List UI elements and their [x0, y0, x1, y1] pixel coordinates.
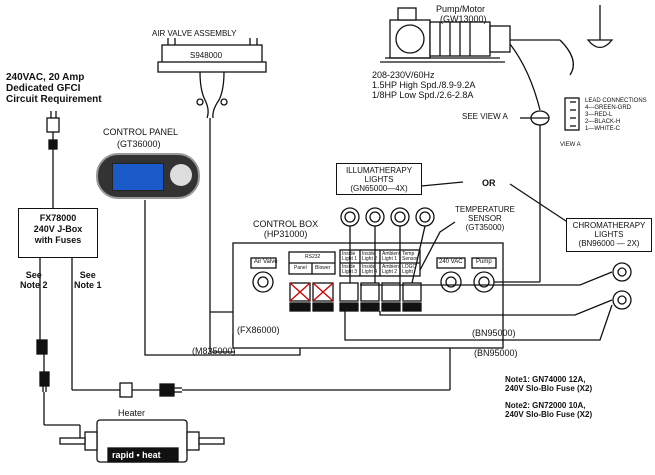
- lead-connections: LEAD CONNECTIONS 4—GREEN-GRD 3—RED-L 2—B…: [585, 98, 647, 133]
- cable-fx86000: (FX86000): [237, 325, 280, 335]
- lead-item: 3—RED-L: [585, 112, 613, 118]
- pump-motor-drawing: [380, 7, 574, 111]
- note-2-line-2: 240V Slo-Blo Fuse (X2): [505, 410, 593, 419]
- pump-spec-3: 1/8HP Low Spd./2.6-2.8A: [372, 90, 474, 100]
- port-pump: Pump: [476, 259, 492, 265]
- temp-sensor-model: (GT35000): [465, 223, 505, 232]
- port-inside-light-1: Inside Light 1: [342, 251, 358, 262]
- temp-sensor-line-1: TEMPERATURE: [455, 205, 515, 214]
- lead-item: 2—BLACK-H: [585, 119, 621, 125]
- lead-item: 4—GREEN-GRD: [585, 105, 632, 111]
- pump-spec-1: 208-230V/60Hz: [372, 70, 435, 80]
- heater-brand: rapid • heat: [112, 450, 161, 460]
- port-blower: Blower: [315, 265, 331, 271]
- note-2-line-1: Note2: GN72000 10A,: [505, 401, 586, 410]
- supply-line-3: Circuit Requirement: [6, 94, 102, 105]
- heater-title: Heater: [118, 408, 146, 418]
- lead-connections-title: LEAD CONNECTIONS: [585, 98, 647, 104]
- port-inside-light-2: Inside Light 2: [362, 251, 378, 262]
- pump-specs: 208-230V/60Hz 1.5HP High Spd./8.9-9.2A 1…: [372, 70, 475, 100]
- pump-title: Pump/Motor: [436, 4, 486, 14]
- illumatherapy-model: (GN65000—4X): [350, 184, 408, 193]
- illumatherapy-line-1: ILLUMATHERAPY: [345, 166, 413, 175]
- control-panel-screen: [112, 163, 164, 191]
- illumatherapy-box: ILLUMATHERAPY LIGHTS (GN65000—4X): [336, 163, 422, 195]
- control-panel-device: [96, 153, 200, 199]
- chromatherapy-line-2: LIGHTS: [594, 230, 624, 239]
- illumatherapy-line-2: LIGHTS: [364, 175, 394, 184]
- jbox-model: FX78000: [39, 213, 77, 223]
- jbox: FX78000 240V J-Box with Fuses: [18, 208, 98, 258]
- jbox-line-2: 240V J-Box: [33, 224, 83, 234]
- lead-item: 1—WHITE-C: [585, 126, 620, 132]
- control-panel-model: (GT36000): [117, 139, 161, 149]
- supply-plug-icon: [46, 111, 60, 150]
- port-inside-light-4: Inside Light 4: [362, 264, 378, 275]
- jbox-see-note-1: See Note 1: [74, 270, 102, 290]
- port-inside-light-3: Inside Light 3: [342, 264, 358, 275]
- port-logo-light: LOGO Light: [402, 264, 417, 275]
- control-panel-knob: [170, 164, 192, 186]
- port-240vac: 240 VAC: [439, 259, 463, 265]
- port-air-valve: Air Valve: [254, 259, 278, 265]
- cable-m825000: (M825000): [192, 346, 236, 356]
- pump-model: (GW13000): [440, 14, 487, 24]
- port-temp-sensor: Temp Sensor: [402, 251, 418, 262]
- temp-sensor-label: TEMPERATURE SENSOR (GT35000): [455, 205, 515, 232]
- port-panel: Panel: [294, 265, 307, 271]
- chromatherapy-model: (BN96000 — 2X): [578, 239, 640, 248]
- temp-sensor-line-2: SENSOR: [468, 214, 502, 223]
- port-ambient-light-1: Ambient Light 1: [382, 251, 401, 262]
- or-label: OR: [482, 178, 496, 188]
- note-1-line-2: 240V Slo-Blo Fuse (X2): [505, 384, 593, 393]
- control-box-model: (HP31000): [263, 229, 308, 239]
- air-valve-model: S948000: [190, 51, 223, 60]
- air-valve-title: AIR VALVE ASSEMBLY: [152, 29, 237, 38]
- control-panel-title: CONTROL PANEL: [103, 127, 179, 137]
- chromatherapy-box: CHROMATHERAPY LIGHTS (BN96000 — 2X): [566, 218, 652, 252]
- supply-line-1: 240VAC, 20 Amp: [6, 72, 85, 83]
- chromatherapy-line-1: CHROMATHERAPY: [572, 221, 646, 230]
- pump-spec-2: 1.5HP High Spd./8.9-9.2A: [372, 80, 476, 90]
- jbox-line-3: with Fuses: [34, 235, 82, 245]
- cable-bn95000-a: (BN95000): [472, 328, 516, 338]
- jbox-see-note-2: See Note 2: [20, 270, 48, 290]
- note-1-line-1: Note1: GN74000 12A,: [505, 375, 586, 384]
- notes: Note1: GN74000 12A, 240V Slo-Blo Fuse (X…: [505, 375, 592, 419]
- see-view-a: SEE VIEW A: [462, 112, 508, 121]
- supply-requirement: 240VAC, 20 Amp Dedicated GFCI Circuit Re…: [6, 72, 102, 105]
- control-box-title: CONTROL BOX (HP31000): [253, 219, 318, 239]
- port-ambient-light-2: Ambient Light 2: [382, 264, 401, 275]
- supply-line-2: Dedicated GFCI: [6, 83, 81, 94]
- port-rs232: RS232: [305, 254, 321, 260]
- cable-bn95000-b: (BN95000): [474, 348, 518, 358]
- control-box-name: CONTROL BOX: [253, 219, 319, 229]
- view-a-label: VIEW A: [560, 142, 581, 148]
